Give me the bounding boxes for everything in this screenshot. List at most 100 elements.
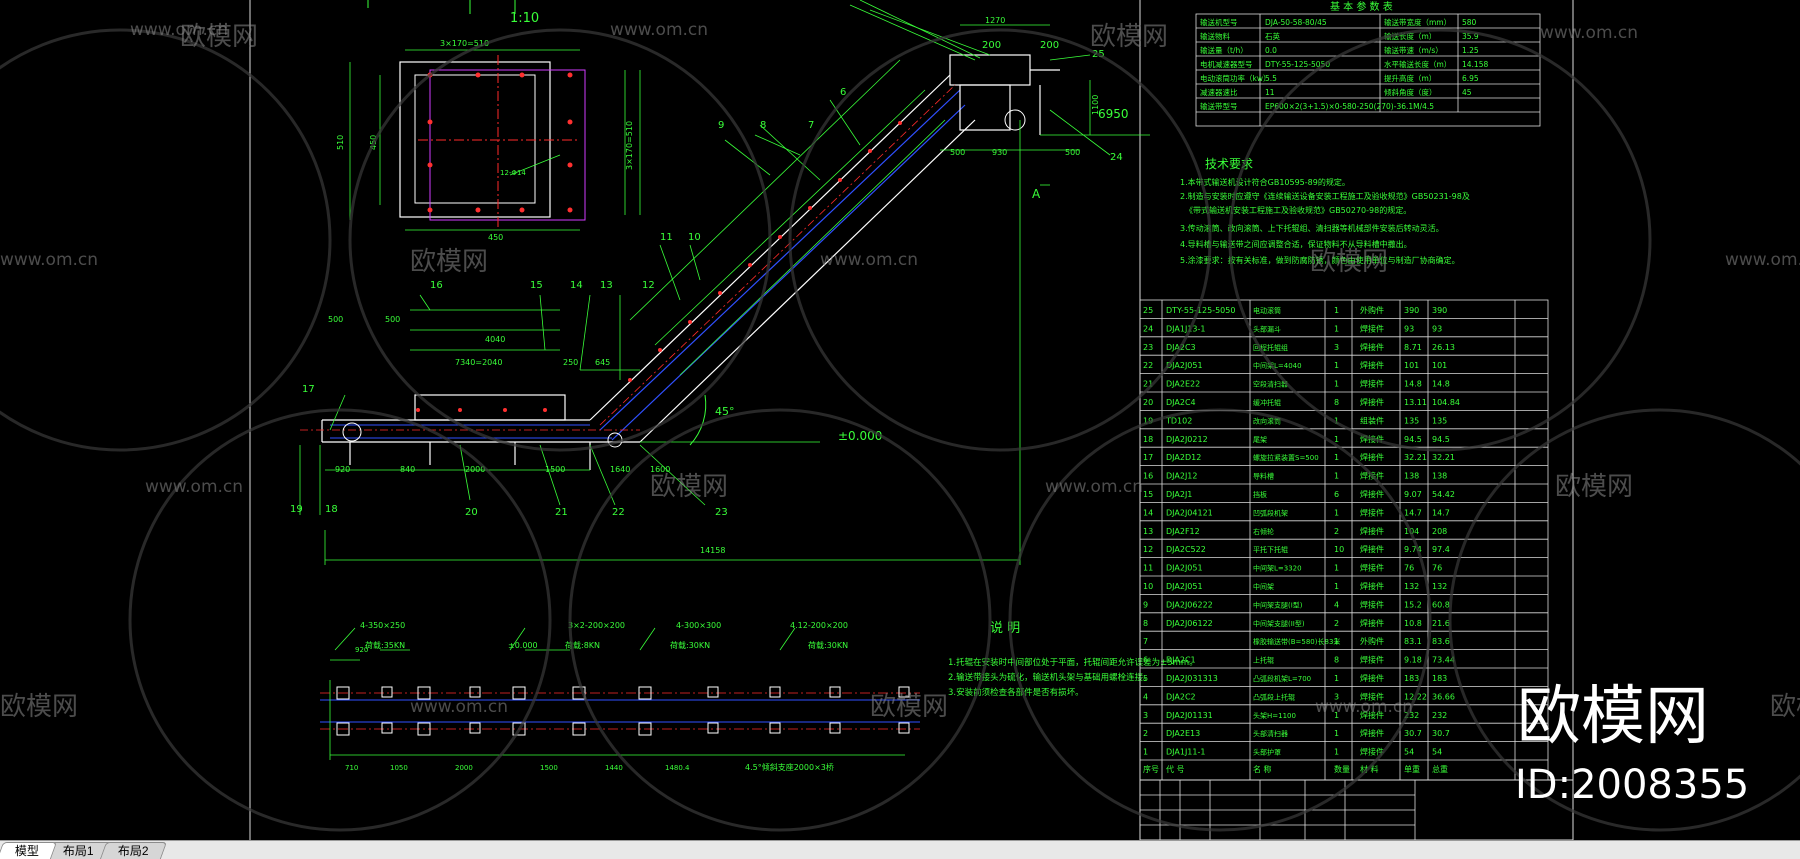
bom-cell: 14 bbox=[1143, 508, 1153, 517]
bom-cell: 22 bbox=[1143, 361, 1153, 370]
svg-text:8: 8 bbox=[760, 120, 766, 131]
param-cell: 输送量（t/h） bbox=[1200, 45, 1248, 55]
bom-cell: DJA2C1 bbox=[1166, 656, 1196, 665]
bom-cell: 1 bbox=[1334, 306, 1339, 315]
svg-text:www.om.cn: www.om.cn bbox=[820, 250, 918, 270]
svg-text:www.om.cn: www.om.cn bbox=[410, 697, 508, 717]
bom-cell: DJA2J1 bbox=[1166, 490, 1192, 499]
tab-layout-2[interactable]: 布局2 bbox=[99, 842, 167, 859]
param-cell: 6.95 bbox=[1462, 74, 1479, 83]
bom-cell: 挡板 bbox=[1253, 490, 1267, 499]
bom-cell: 9 bbox=[1143, 600, 1148, 609]
param-cell: 石英 bbox=[1265, 31, 1281, 41]
bom-cell: 13.11 bbox=[1404, 398, 1427, 407]
param-cell: 0.0 bbox=[1265, 46, 1277, 55]
bom-cell: 改向滚筒 bbox=[1253, 416, 1281, 425]
bom-cell: 390 bbox=[1432, 306, 1447, 315]
bom-cell: 焊接件 bbox=[1360, 747, 1384, 757]
bom-cell: 焊接件 bbox=[1360, 673, 1384, 683]
bom-cell: 右倾轮 bbox=[1253, 527, 1274, 536]
svg-text:荷载:8KN: 荷载:8KN bbox=[565, 640, 600, 650]
bom-cell: 3 bbox=[1334, 343, 1339, 352]
svg-text:1.托辊在安装时中间部位处于平面，托辊间距允许误差为±5mm: 1.托辊在安装时中间部位处于平面，托辊间距允许误差为±5mm。 bbox=[948, 657, 1198, 668]
bom-cell: 60.8 bbox=[1432, 600, 1450, 609]
svg-text:20: 20 bbox=[465, 507, 478, 518]
bom-cell: 9.18 bbox=[1404, 656, 1422, 665]
bom-cell: 焊接件 bbox=[1360, 489, 1384, 499]
svg-text:1440: 1440 bbox=[605, 764, 623, 772]
bom-header-cell: 代 号 bbox=[1166, 764, 1185, 774]
param-cell: 14.158 bbox=[1462, 60, 1488, 69]
watermark-layer: 欧模网 www.om.cn www.om.cn 欧模网 www.om.cn 欧模… bbox=[0, 20, 1800, 832]
bom-cell: 1 bbox=[1334, 508, 1339, 517]
bom-cell: 104.84 bbox=[1432, 398, 1460, 407]
bom-cell: 16 bbox=[1143, 472, 1153, 481]
svg-text:4-300×300: 4-300×300 bbox=[676, 621, 721, 630]
plate-dim-right: 3×170=510 bbox=[625, 121, 634, 170]
bom-cell: 32.21 bbox=[1432, 453, 1455, 462]
bom-cell: DJA2J0212 bbox=[1166, 435, 1208, 444]
bom-cell: 25 bbox=[1143, 306, 1153, 315]
bom-cell: 12 bbox=[1143, 545, 1153, 554]
bom-cell: 76 bbox=[1404, 564, 1414, 573]
svg-text:±0.000: ±0.000 bbox=[508, 641, 538, 650]
plate-dim-left: 510 bbox=[336, 135, 345, 150]
bom-cell: 390 bbox=[1404, 306, 1419, 315]
bom-cell: 14.7 bbox=[1404, 508, 1422, 517]
param-cell: 输送长度（m） bbox=[1384, 31, 1436, 41]
param-cell: DTY-55-125-5050 bbox=[1265, 60, 1330, 69]
svg-text:13: 13 bbox=[600, 280, 613, 291]
param-cell: 35.9 bbox=[1462, 32, 1479, 41]
bom-cell: 头部清扫器 bbox=[1253, 729, 1288, 738]
bom-cell: 10 bbox=[1143, 582, 1153, 591]
param-cell: 5.5 bbox=[1265, 74, 1277, 83]
bom-cell: 9.74 bbox=[1404, 545, 1422, 554]
bom-cell: DJA2J04121 bbox=[1166, 508, 1213, 517]
svg-text:3.安装前须检查各部件是否有损坏。: 3.安装前须检查各部件是否有损坏。 bbox=[948, 687, 1084, 698]
svg-text:710: 710 bbox=[345, 764, 358, 772]
bom-header-cell: 序号 bbox=[1143, 764, 1159, 774]
bom-cell: 14.7 bbox=[1432, 508, 1450, 517]
tab-model[interactable]: 模型 bbox=[0, 842, 58, 859]
svg-text:7: 7 bbox=[808, 120, 814, 131]
svg-text:15: 15 bbox=[530, 280, 543, 291]
plate-dim-top: 3×170=510 bbox=[440, 39, 489, 48]
svg-text:欧模网: 欧模网 bbox=[410, 247, 488, 277]
bom-cell: 1 bbox=[1334, 582, 1339, 591]
bom-cell: 135 bbox=[1432, 416, 1447, 425]
bom-cell: 8 bbox=[1334, 398, 1339, 407]
bom-cell: 36.66 bbox=[1432, 692, 1455, 701]
bom-cell: 3 bbox=[1143, 711, 1148, 720]
bom-cell: DJA2D12 bbox=[1166, 453, 1201, 462]
bom-cell: 132 bbox=[1404, 582, 1419, 591]
bom-cell: 2 bbox=[1143, 729, 1148, 738]
svg-text:12: 12 bbox=[642, 280, 655, 291]
bom-cell: 1 bbox=[1334, 472, 1339, 481]
svg-text:基 本 参 数 表: 基 本 参 数 表 bbox=[1330, 0, 1393, 13]
bom-cell: 14.8 bbox=[1432, 380, 1450, 389]
conveyor-elevation: 45° bbox=[290, 0, 1150, 565]
svg-text:1640: 1640 bbox=[610, 465, 630, 474]
svg-text:11: 11 bbox=[660, 232, 673, 243]
bom-cell: 焊接件 bbox=[1360, 323, 1384, 333]
svg-text:930: 930 bbox=[992, 148, 1007, 157]
bom-cell: 1 bbox=[1334, 674, 1339, 683]
bom-cell: 18 bbox=[1143, 435, 1153, 444]
bom-cell: 4 bbox=[1334, 600, 1339, 609]
param-cell: 输送物料 bbox=[1200, 31, 1230, 41]
svg-text:www.om.cn: www.om.cn bbox=[0, 250, 98, 270]
watermark-brand-large: 欧模网 bbox=[1517, 680, 1709, 754]
bom-cell: 凸弧段上托辊 bbox=[1253, 692, 1295, 701]
svg-text:17: 17 bbox=[302, 384, 315, 395]
svg-text:6: 6 bbox=[840, 87, 846, 98]
bom-cell: 19 bbox=[1143, 416, 1153, 425]
bom-cell: DJA1J13-1 bbox=[1166, 324, 1205, 333]
svg-text:www.om.cn: www.om.cn bbox=[1045, 477, 1143, 497]
svg-text:欧模网: 欧模网 bbox=[0, 692, 78, 722]
svg-text:22: 22 bbox=[612, 507, 625, 518]
param-cell: 水平输送长度（m） bbox=[1384, 59, 1451, 69]
svg-text:2.制造与安装时应遵守《连续输送设备安装工程施工及验收规范》: 2.制造与安装时应遵守《连续输送设备安装工程施工及验收规范》GB50231-98… bbox=[1180, 191, 1470, 201]
bom-cell: 焊接件 bbox=[1360, 599, 1384, 609]
svg-text:1500: 1500 bbox=[540, 764, 558, 772]
